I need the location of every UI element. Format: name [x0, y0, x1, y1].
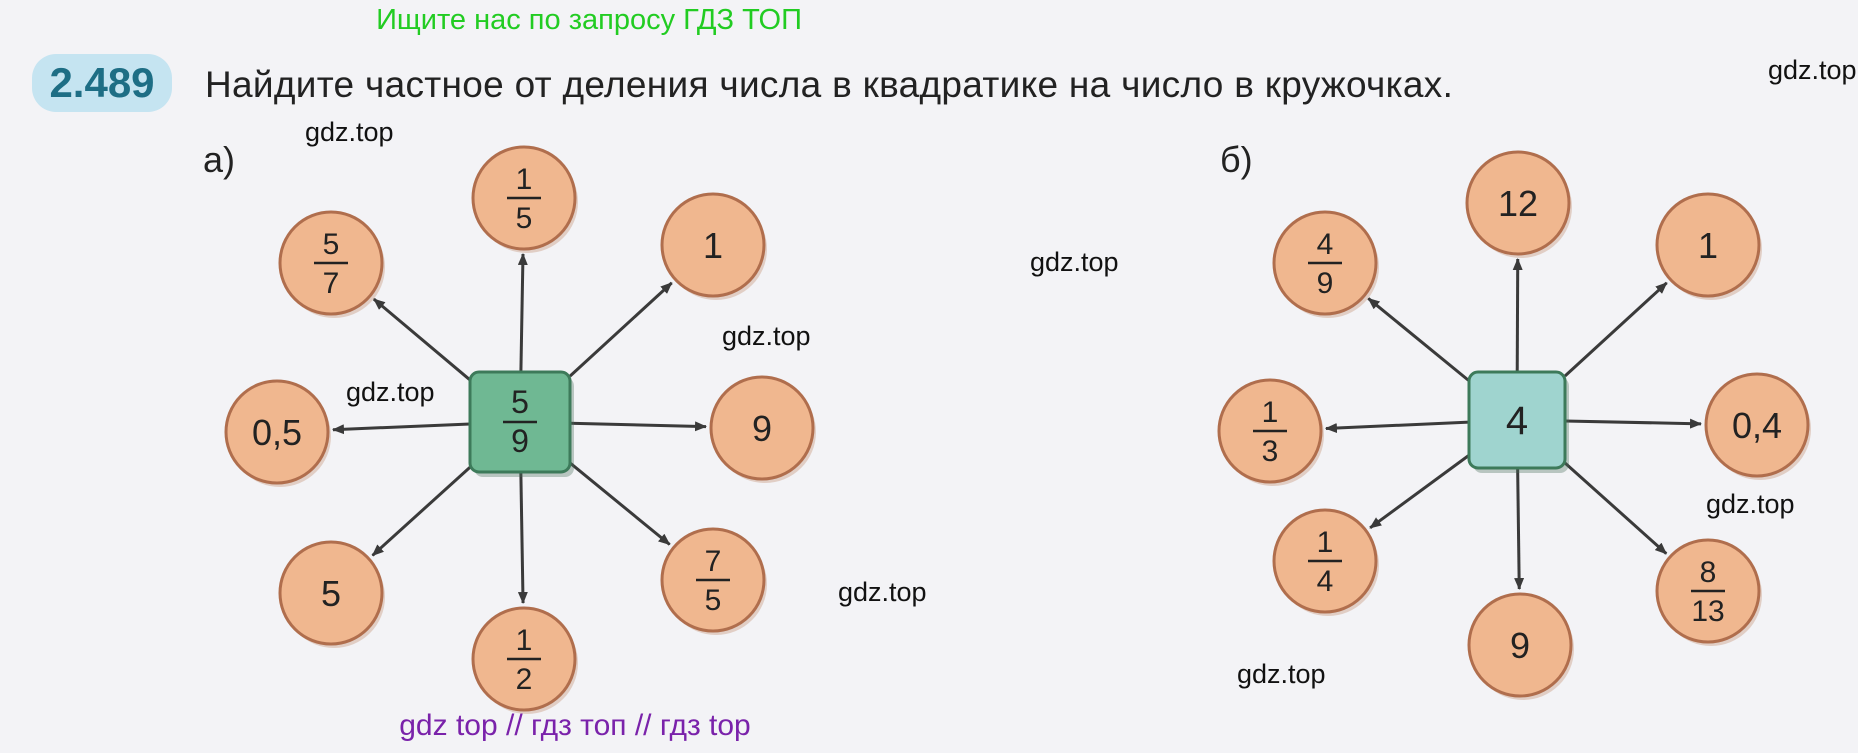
- arrow: [1563, 461, 1668, 555]
- circle-8-numerator: 4: [1317, 228, 1334, 261]
- circle-4-denominator: 5: [705, 584, 722, 617]
- arrow: [1367, 297, 1470, 382]
- circle-8-numerator: 5: [323, 228, 340, 261]
- circle-1-denominator: 5: [516, 202, 533, 235]
- center-square: 4: [1467, 370, 1569, 473]
- arrow: [569, 461, 671, 546]
- arrow: [517, 471, 528, 605]
- circle-3: 9: [709, 375, 816, 483]
- arrow: [372, 297, 471, 382]
- circle-8-denominator: 9: [1317, 267, 1334, 300]
- circle-7-denominator: 3: [1262, 435, 1279, 468]
- circle-4: 813: [1655, 538, 1762, 646]
- arrow: [1512, 257, 1523, 373]
- watermark-top-right: gdz.top: [1768, 55, 1857, 85]
- center-square: 59: [468, 370, 574, 477]
- arrow: [1369, 454, 1470, 530]
- circle-7-value: 0,5: [252, 412, 302, 453]
- arrow: [331, 422, 471, 435]
- circle-1: 15: [471, 145, 578, 253]
- arrow: [1563, 281, 1668, 378]
- footer-banner[interactable]: gdz top // гдз топ // гдз top: [399, 709, 751, 742]
- circle-8: 49: [1272, 210, 1379, 318]
- arrow: [517, 252, 528, 373]
- circle-5-numerator: 1: [516, 624, 533, 657]
- circle-2: 1: [1655, 192, 1762, 300]
- circle-3: 0,4: [1704, 372, 1811, 480]
- circle-7: 13: [1217, 378, 1324, 486]
- circle-6-denominator: 4: [1317, 565, 1334, 598]
- circle-7: 0,5: [224, 379, 331, 487]
- watermark-a-center: gdz.top: [346, 377, 435, 407]
- circle-4-numerator: 7: [705, 545, 722, 578]
- circle-5-denominator: 2: [516, 663, 533, 696]
- circle-8: 57: [278, 210, 385, 318]
- circle-2-value: 1: [703, 225, 723, 266]
- circle-3-value: 0,4: [1732, 405, 1782, 446]
- circle-5-value: 9: [1510, 625, 1530, 666]
- watermark-a-right: gdz.top: [722, 321, 811, 351]
- watermark-b-bottom: gdz.top: [1237, 659, 1326, 689]
- circle-6-numerator: 1: [1317, 526, 1334, 559]
- circle-7-numerator: 1: [1262, 396, 1279, 429]
- exercise-number-badge: 2.489: [32, 54, 172, 112]
- circle-6-value: 5: [321, 573, 341, 614]
- arrow: [569, 421, 708, 432]
- circle-6: 5: [278, 540, 385, 648]
- circle-1-value: 12: [1498, 183, 1538, 224]
- arrow: [1514, 467, 1525, 591]
- circle-2-value: 1: [1698, 225, 1718, 266]
- watermark-a-bottom: gdz.top: [838, 577, 927, 607]
- circle-2: 1: [660, 192, 767, 300]
- circle-4-denominator: 13: [1691, 595, 1724, 628]
- circle-3-value: 9: [752, 408, 772, 449]
- diagram-a-label: а): [203, 139, 236, 180]
- watermark-middle: gdz.top: [1030, 247, 1119, 277]
- circle-4: 75: [660, 527, 767, 635]
- watermark-b-right: gdz.top: [1706, 489, 1795, 519]
- arrow: [371, 466, 472, 557]
- center-square-denominator: 9: [511, 423, 529, 459]
- circle-6: 14: [1272, 508, 1379, 616]
- circle-8-denominator: 7: [323, 267, 340, 300]
- circle-5: 9: [1467, 592, 1574, 700]
- circle-1: 12: [1465, 150, 1572, 258]
- arrow: [568, 281, 673, 378]
- arrow: [1324, 420, 1470, 434]
- exercise-question: Найдите частное от деления числа в квадр…: [205, 64, 1454, 105]
- header-banner[interactable]: Ищите нас по запросу ГДЗ ТОП: [376, 4, 802, 36]
- circle-1-numerator: 1: [516, 163, 533, 196]
- diagram-b-label: б): [1220, 139, 1253, 180]
- watermark-a-top: gdz.top: [305, 117, 394, 147]
- center-square-value: 4: [1506, 399, 1528, 443]
- circle-5: 12: [471, 606, 578, 714]
- center-square-numerator: 5: [511, 384, 529, 420]
- circle-4-numerator: 8: [1700, 556, 1717, 589]
- arrow: [1564, 418, 1703, 429]
